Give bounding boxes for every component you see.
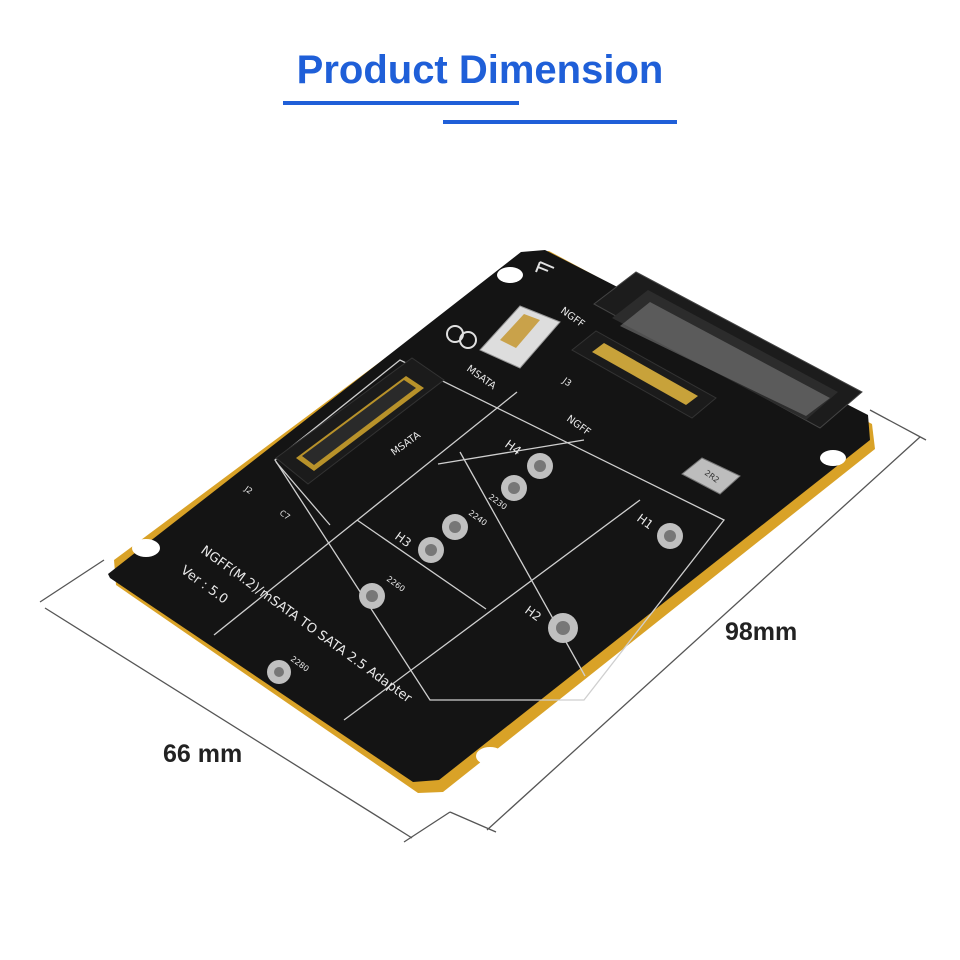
ce-mark-e (459, 331, 477, 349)
hole-2240 (442, 514, 468, 540)
hole-2260 (359, 583, 385, 609)
page-title: Product Dimension (296, 48, 664, 92)
width-dimension-line (44, 607, 413, 839)
ngff-connector (571, 330, 717, 419)
length-ext-bottom (449, 811, 497, 833)
length-dimension-label: 98mm (725, 618, 798, 646)
certification-marks (446, 261, 555, 349)
hole-h3 (418, 537, 444, 563)
mounting-holes (267, 453, 683, 684)
board-surface (108, 250, 870, 782)
msata-connector (275, 357, 445, 485)
hole-2230 (501, 475, 527, 501)
board-notches (132, 267, 846, 765)
fcc-mark (535, 261, 555, 273)
dimension-lines (39, 409, 927, 843)
length-ext-top (869, 409, 927, 441)
hole-h2 (548, 613, 578, 643)
inductor-chip (681, 457, 741, 495)
title-underline-left (283, 101, 519, 105)
width-ext-left (39, 559, 105, 603)
title-underline-right (443, 120, 677, 124)
selector-switch (479, 305, 561, 369)
hole-h4 (527, 453, 553, 479)
hole-h1 (657, 523, 683, 549)
sata-connector (593, 271, 863, 429)
hole-2280 (267, 660, 291, 684)
width-ext-right (403, 811, 451, 843)
width-dimension-label: 66 mm (163, 740, 243, 768)
length-dimension-line (486, 436, 921, 831)
